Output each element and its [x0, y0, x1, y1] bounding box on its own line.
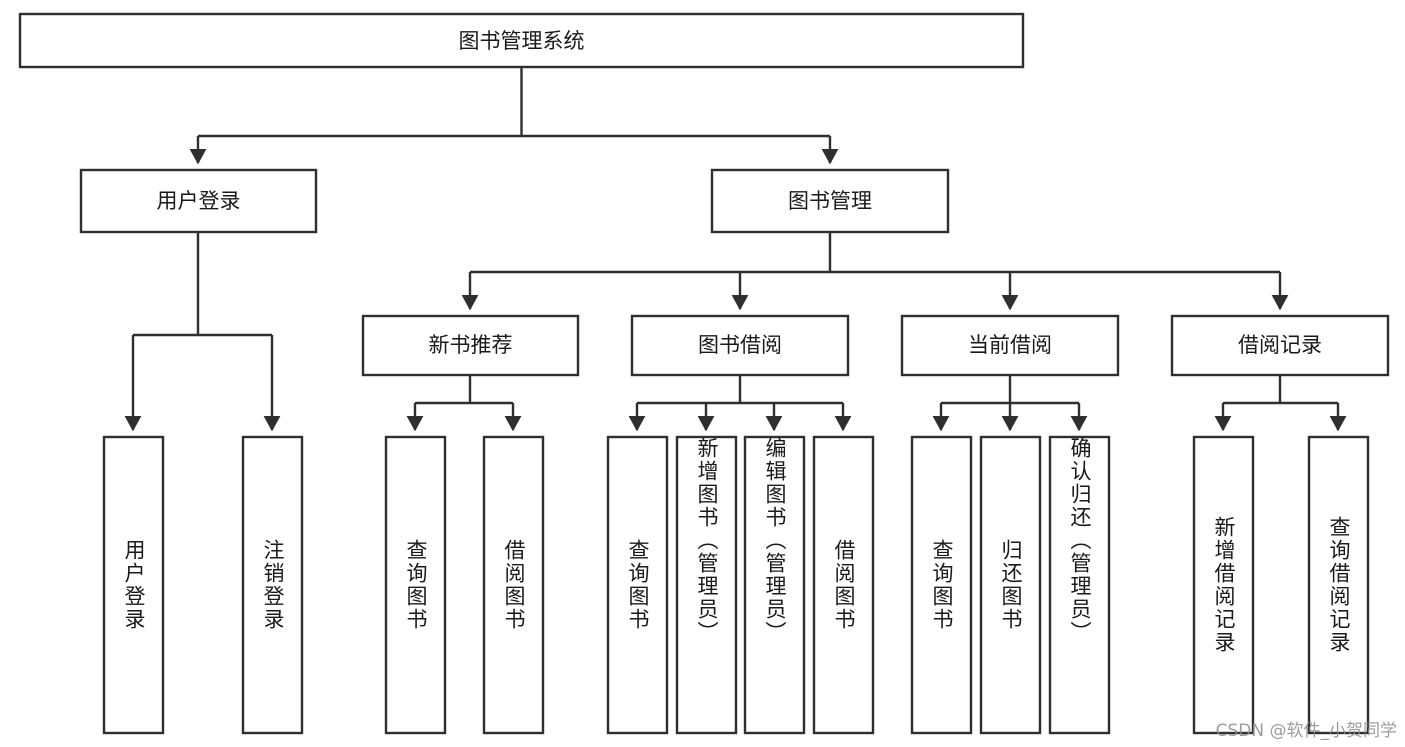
connector-group-root [189, 67, 839, 165]
node-user-login-label: 用户登录 [157, 189, 241, 213]
connector-group-book-manage [461, 232, 1289, 311]
connector-group-borrow-record [1214, 375, 1347, 432]
node-current-borrow-label: 当前借阅 [968, 333, 1052, 357]
connector-group-current-borrow [932, 375, 1088, 432]
leaf-box-book-borrow-3[interactable] [812, 435, 875, 735]
leaf-box-book-borrow-0[interactable] [606, 435, 669, 735]
node-current-borrow[interactable]: 当前借阅 [900, 314, 1120, 377]
leaf-box-current-borrow-1[interactable] [979, 435, 1042, 735]
node-user-login-box[interactable] [79, 168, 318, 234]
node-borrow-record-label: 借阅记录 [1238, 333, 1322, 357]
leaf-box-user-login-0[interactable] [102, 435, 165, 735]
leaf-box-book-borrow-2[interactable] [743, 435, 806, 735]
leaf-box-new-book-0[interactable] [384, 435, 447, 735]
leaf-box-user-login-1[interactable] [241, 435, 304, 735]
node-book-borrow[interactable]: 图书借阅 [630, 314, 850, 377]
node-root-system[interactable]: 图书管理系统 [18, 12, 1025, 69]
node-borrow-record[interactable]: 借阅记录 [1170, 314, 1390, 377]
node-current-borrow-box[interactable] [900, 314, 1120, 377]
leaf-box-borrow-record-1[interactable] [1307, 435, 1370, 735]
node-new-book-label: 新书推荐 [429, 333, 513, 357]
leaf-box-new-book-1[interactable] [482, 435, 545, 735]
connector-group-new-book [406, 375, 522, 432]
node-new-book-box[interactable] [361, 314, 580, 377]
leaf-group-new-book [384, 435, 545, 735]
node-book-manage[interactable]: 图书管理 [710, 168, 950, 234]
node-new-book[interactable]: 新书推荐 [361, 314, 580, 377]
leaf-box-current-borrow-2[interactable] [1048, 435, 1111, 735]
leaf-group-user-login [102, 435, 304, 735]
leaf-box-borrow-record-0[interactable] [1192, 435, 1255, 735]
node-book-manage-box[interactable] [710, 168, 950, 234]
connector-group-book-borrow [628, 375, 852, 432]
node-user-login[interactable]: 用户登录 [79, 168, 318, 234]
leaf-group-borrow-record [1192, 435, 1370, 735]
leaf-box-current-borrow-0[interactable] [910, 435, 973, 735]
node-book-borrow-box[interactable] [630, 314, 850, 377]
node-book-manage-label: 图书管理 [788, 189, 872, 213]
leaf-group-book-borrow [606, 435, 875, 735]
leaf-box-book-borrow-1[interactable] [675, 435, 738, 735]
node-root-system-box[interactable] [18, 12, 1025, 69]
node-root-system-label: 图书管理系统 [459, 29, 585, 53]
node-book-borrow-label: 图书借阅 [698, 333, 782, 357]
node-borrow-record-box[interactable] [1170, 314, 1390, 377]
leaf-group-current-borrow [910, 435, 1111, 735]
connector-group-user-login [124, 232, 281, 432]
